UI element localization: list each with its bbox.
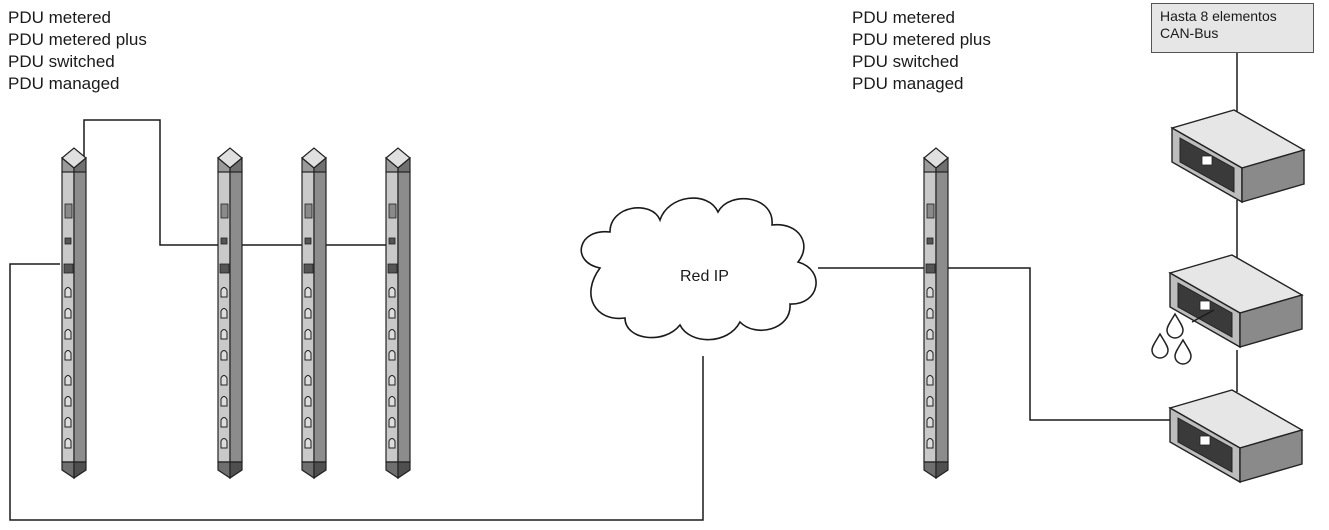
pdu-types-list-left: PDU metered PDU metered plus PDU switche… [8,7,147,95]
network-label: Red IP [680,268,729,285]
connection-lines [9,53,1238,521]
pdu-icon [923,147,949,479]
link-pdu5-to-sensor3 [948,267,1170,421]
pdu-type-label: PDU metered plus [8,30,147,49]
canbus-line1: Hasta 8 elementos [1160,8,1277,24]
pdu-type-label: PDU managed [852,74,964,93]
pdu-type-label: PDU metered plus [852,30,991,49]
sensor-module-icon [1169,254,1303,348]
canbus-info-box: Hasta 8 elementos CAN-Bus [1151,3,1314,53]
pdu-types-list-right: PDU metered PDU metered plus PDU switche… [852,7,991,95]
pdu-icon [217,147,243,479]
water-drops-icon [1151,309,1215,365]
link-pdu1-to-pdu2 [83,119,218,246]
sensor-module-icon [1169,389,1303,483]
pdu-icon [61,147,87,479]
link-pdu1-to-network [9,263,704,521]
pdu-type-label: PDU metered [8,8,111,27]
pdu-type-label: PDU managed [8,74,120,93]
pdu-type-label: PDU switched [8,52,115,71]
pdu-type-label: PDU switched [852,52,959,71]
canbus-line2: CAN-Bus [1160,25,1219,41]
pdu-type-label: PDU metered [852,8,955,27]
sensor-module-icon [1171,109,1305,203]
pdu-icon [301,147,327,479]
network-cloud-icon [580,197,817,341]
pdu-icon [385,147,411,479]
